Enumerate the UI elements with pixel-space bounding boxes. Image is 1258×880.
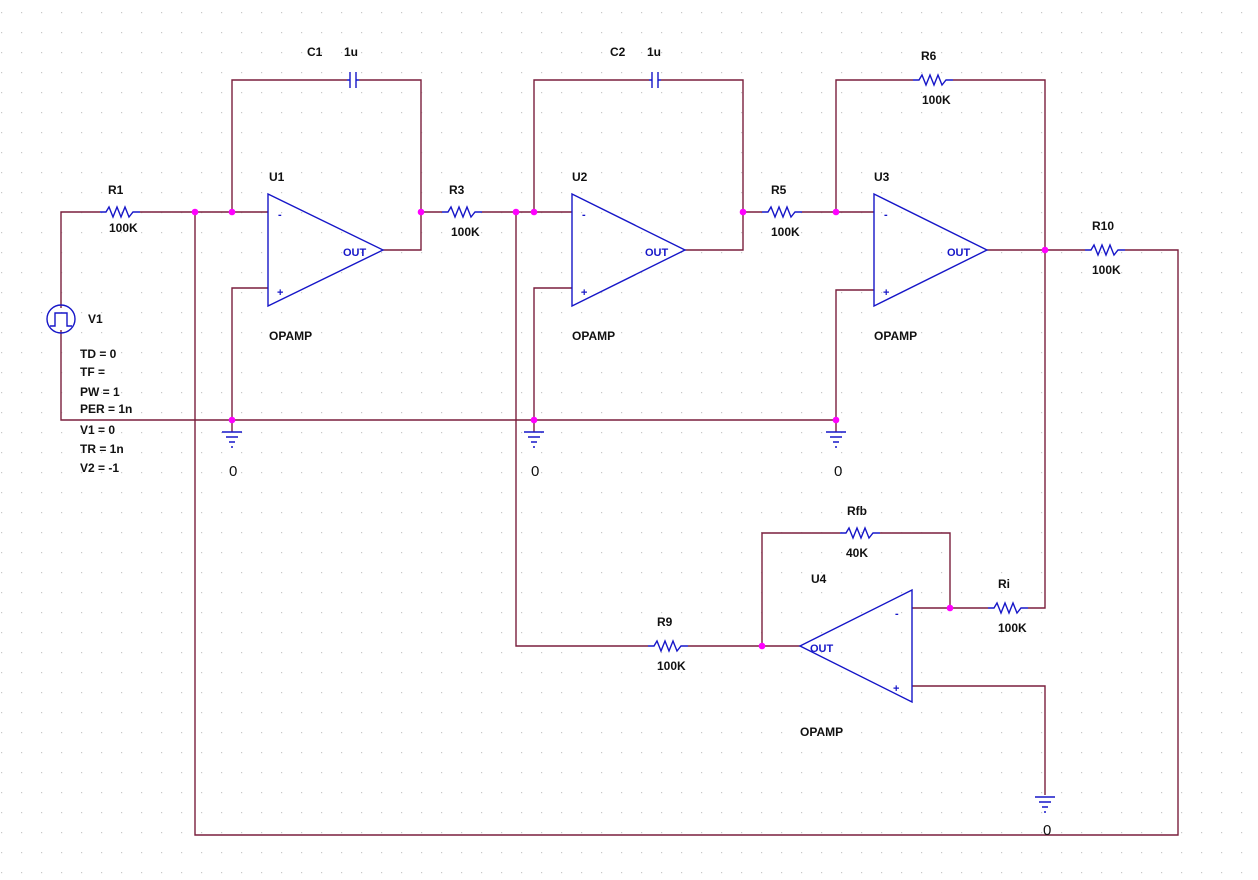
resistor-r9[interactable]: R9 100K bbox=[648, 615, 688, 673]
opamp-u4-label: U4 bbox=[811, 572, 827, 586]
capacitor-c2[interactable]: C2 1u bbox=[610, 45, 661, 88]
opamp-u2-label: U2 bbox=[572, 170, 588, 184]
opamp-u4-out-pin: OUT bbox=[810, 643, 834, 655]
ground-label: 0 bbox=[531, 463, 539, 480]
ground-label: 0 bbox=[229, 463, 237, 480]
opamp-u3-minus-pin: - bbox=[884, 209, 888, 221]
resistor-r5[interactable]: R5 100K bbox=[762, 183, 802, 239]
opamp-u1-plus-pin: + bbox=[277, 287, 283, 299]
resistor-rfb-value: 40K bbox=[846, 546, 868, 560]
opamp-u2-model: OPAMP bbox=[572, 329, 615, 343]
ground-3: 0 bbox=[826, 431, 846, 480]
pulse-icon bbox=[50, 312, 72, 327]
opamp-u2[interactable]: - + OUT U2 OPAMP bbox=[571, 170, 687, 343]
opamp-u3-model: OPAMP bbox=[874, 329, 917, 343]
resistor-r6[interactable]: R6 100K bbox=[913, 49, 953, 107]
opamp-u3-plus-pin: + bbox=[883, 287, 889, 299]
ground-label: 0 bbox=[834, 463, 842, 480]
resistor-r10-label: R10 bbox=[1092, 219, 1114, 233]
opamp-u2-plus-pin: + bbox=[581, 287, 587, 299]
source-v1-param: TD = 0 bbox=[80, 347, 117, 361]
capacitor-c1[interactable]: C1 1u bbox=[307, 45, 359, 88]
opamp-u4[interactable]: - + OUT U4 OPAMP bbox=[798, 572, 913, 739]
resistor-r10-value: 100K bbox=[1092, 263, 1121, 277]
resistor-rfb[interactable]: Rfb 40K bbox=[840, 504, 880, 560]
opamp-u4-minus-pin: - bbox=[895, 608, 899, 620]
ground-1: 0 bbox=[222, 431, 242, 480]
capacitor-c2-label: C2 bbox=[610, 45, 626, 59]
resistor-r1-label: R1 bbox=[108, 183, 124, 197]
opamp-u3-label: U3 bbox=[874, 170, 890, 184]
ground-icon bbox=[826, 431, 846, 448]
opamp-u4-plus-pin: + bbox=[893, 683, 899, 695]
opamp-u1-model: OPAMP bbox=[269, 329, 312, 343]
source-v1-label: V1 bbox=[88, 312, 103, 326]
opamp-u1[interactable]: - + OUT U1 OPAMP bbox=[267, 170, 385, 343]
resistor-r9-value: 100K bbox=[657, 659, 686, 673]
opamp-u4-model: OPAMP bbox=[800, 725, 843, 739]
source-v1-param: V2 = -1 bbox=[80, 461, 119, 475]
source-v1-param: V1 = 0 bbox=[80, 423, 115, 437]
source-v1-param: PW = 1 bbox=[80, 385, 120, 399]
resistor-r5-value: 100K bbox=[771, 225, 800, 239]
resistor-r6-label: R6 bbox=[921, 49, 937, 63]
opamp-u2-out-pin: OUT bbox=[645, 247, 669, 259]
resistor-r3-value: 100K bbox=[451, 225, 480, 239]
ground-icon bbox=[1035, 796, 1055, 813]
resistor-r10[interactable]: R10 100K bbox=[1085, 219, 1125, 277]
resistor-ri-value: 100K bbox=[998, 621, 1027, 635]
ground-icon bbox=[524, 431, 544, 448]
ground-4: 0 bbox=[1035, 796, 1055, 839]
ground-label: 0 bbox=[1043, 822, 1051, 839]
capacitor-c2-value: 1u bbox=[647, 45, 661, 59]
ground-2: 0 bbox=[524, 431, 544, 480]
ground-icon bbox=[222, 431, 242, 448]
resistor-r3-label: R3 bbox=[449, 183, 465, 197]
opamp-u3[interactable]: - + OUT U3 OPAMP bbox=[873, 170, 989, 343]
opamp-u3-out-pin: OUT bbox=[947, 247, 971, 259]
opamp-u1-label: U1 bbox=[269, 170, 285, 184]
opamp-u1-minus-pin: - bbox=[278, 209, 282, 221]
source-v1-param: TF = bbox=[80, 365, 105, 379]
resistor-rfb-label: Rfb bbox=[847, 504, 867, 518]
capacitor-c1-value: 1u bbox=[344, 45, 358, 59]
source-v1[interactable]: V1 TD = 0 TF = PW = 1 PER = 1n V1 = 0 TR… bbox=[46, 304, 132, 475]
resistor-r9-label: R9 bbox=[657, 615, 673, 629]
resistor-r3[interactable]: R3 100K bbox=[442, 183, 482, 239]
source-v1-param: TR = 1n bbox=[80, 442, 124, 456]
source-v1-param: PER = 1n bbox=[80, 402, 132, 416]
source-v1-params: TD = 0 TF = PW = 1 PER = 1n V1 = 0 TR = … bbox=[80, 347, 132, 475]
resistor-r5-label: R5 bbox=[771, 183, 787, 197]
opamp-u2-minus-pin: - bbox=[582, 209, 586, 221]
capacitor-c1-label: C1 bbox=[307, 45, 323, 59]
resistor-ri-label: Ri bbox=[998, 577, 1010, 591]
resistor-r6-value: 100K bbox=[922, 93, 951, 107]
junction-dots bbox=[191, 208, 1049, 650]
resistor-r1[interactable]: R1 100K bbox=[100, 183, 140, 235]
resistor-ri[interactable]: Ri 100K bbox=[988, 577, 1028, 635]
opamp-u1-out-pin: OUT bbox=[343, 247, 367, 259]
resistor-r1-value: 100K bbox=[109, 221, 138, 235]
